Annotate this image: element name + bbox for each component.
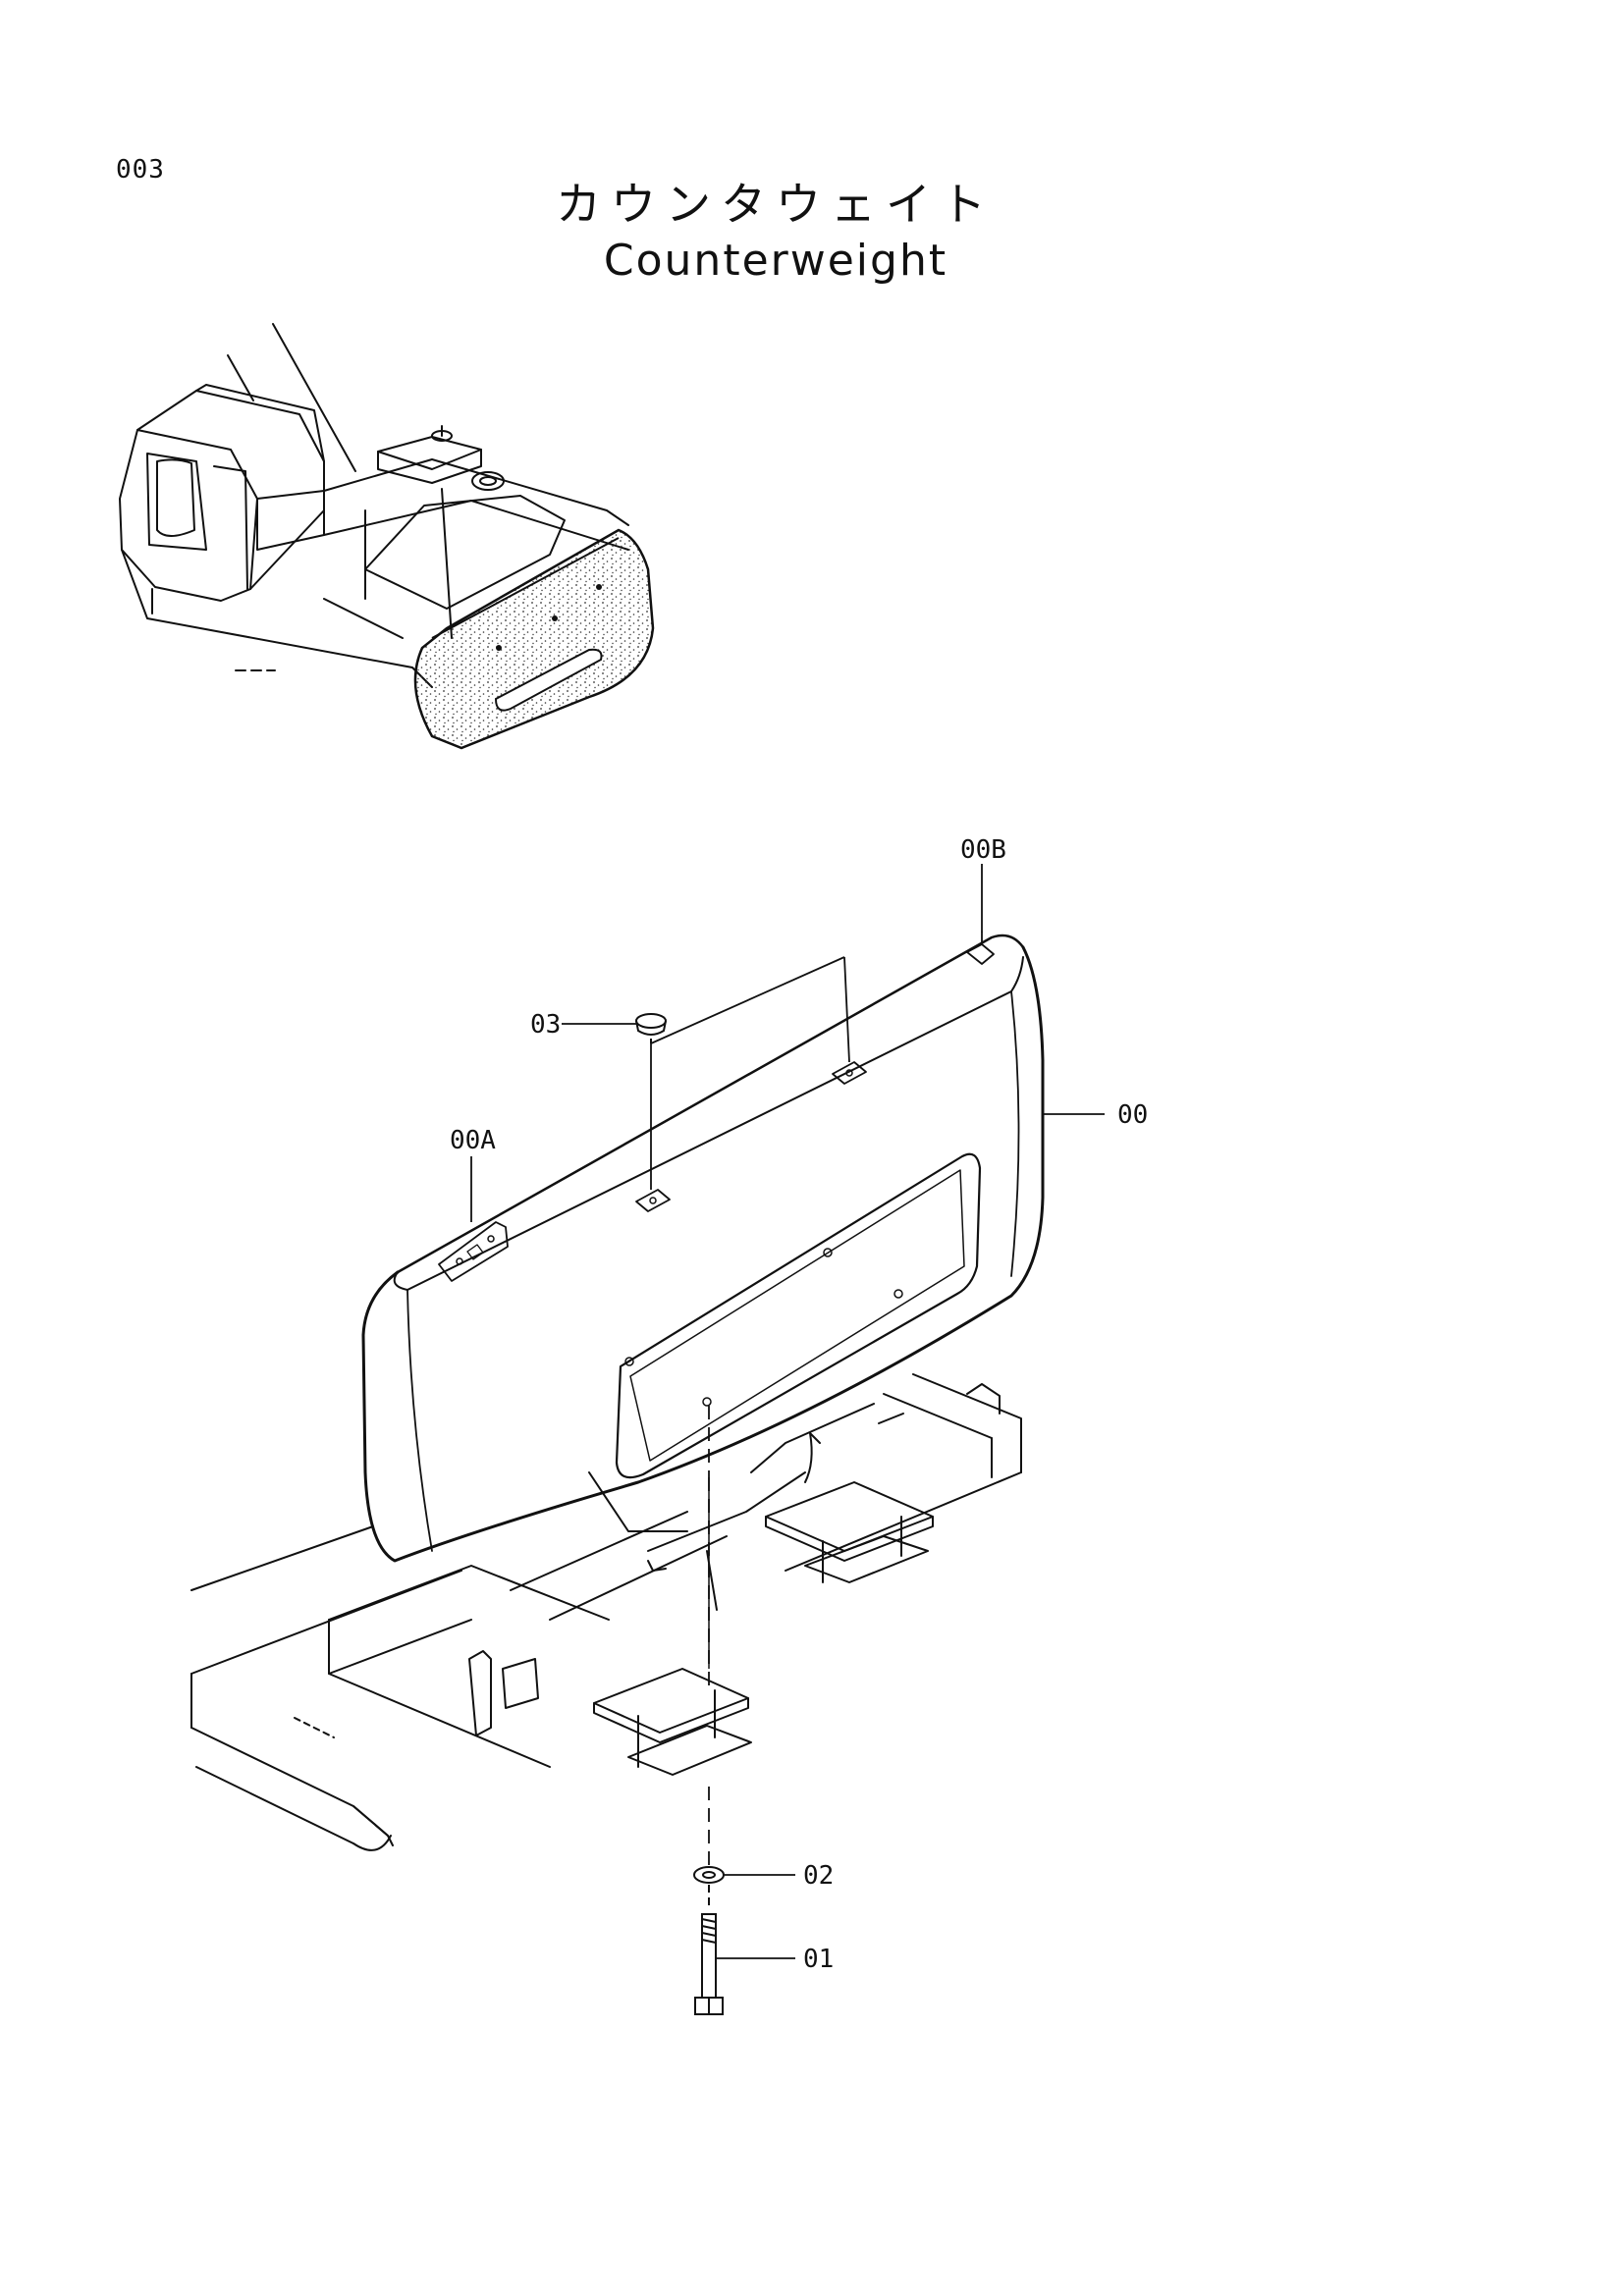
callout-00: 00 xyxy=(1117,1100,1148,1130)
callout-00a: 00A xyxy=(450,1126,496,1155)
title-japanese: カウンタウェイト xyxy=(556,178,996,231)
overview-counterweight xyxy=(413,528,655,750)
callout-00b: 00B xyxy=(960,835,1006,865)
bolt-icon xyxy=(694,1885,724,2015)
counterweight-icon xyxy=(361,932,1045,1563)
page-code: 003 xyxy=(116,155,165,185)
callout-02: 02 xyxy=(803,1861,834,1891)
callout-03: 03 xyxy=(530,1010,561,1040)
title-english: Counterweight xyxy=(603,236,948,286)
title-block: カウンタウェイト Counterweight xyxy=(0,175,1551,289)
washer-icon xyxy=(693,1866,725,1884)
frame xyxy=(190,1373,1022,1851)
callout-01: 01 xyxy=(803,1945,834,1974)
excavator-overview-icon xyxy=(119,323,629,688)
cap-icon xyxy=(635,1013,667,1043)
